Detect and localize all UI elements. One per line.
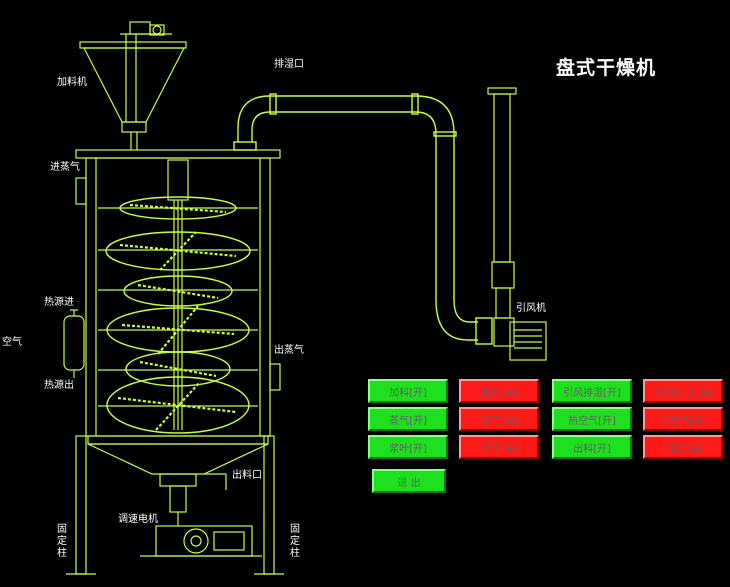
feeder-hopper [79,34,187,150]
paddle-on-button[interactable]: 浆叶[开] [368,435,448,459]
label-fan: 引风机 [516,303,546,314]
fan-dehumid-on-button[interactable]: 引风排湿[开] [552,379,632,403]
label-motor: 调速电机 [118,514,158,525]
rake-arms [117,203,237,431]
discharge-off-button[interactable]: 出料[关] [643,435,723,459]
feed-off-button[interactable]: 加料[关] [459,379,539,403]
feeder-motor [120,21,172,36]
feed-on-button[interactable]: 加料[开] [368,379,448,403]
speed-motor [140,512,262,557]
label-fixed-column-right: 固定柱 [290,524,300,559]
paddle-off-button[interactable]: 浆叶[关] [459,435,539,459]
hot-air-off-button[interactable]: 热空气[关] [643,407,723,431]
hot-air-on-button[interactable]: 热空气[开] [552,407,632,431]
label-steam-in: 进蒸气 [50,162,80,173]
discharge-on-button[interactable]: 出料[开] [552,435,632,459]
label-air: 空气 [2,337,22,348]
page-title: 盘式干燥机 [556,57,657,79]
label-heat-in: 热源进 [44,297,74,308]
side-ports [63,177,281,391]
label-discharge-port: 出料口 [232,470,262,481]
fan-dehumid-off-button[interactable]: 引风排湿[关] [643,379,723,403]
label-fixed-column-left: 固定柱 [57,524,67,559]
discharge-chute [204,473,227,490]
label-steam-out: 出蒸气 [274,345,304,356]
label-feeder: 加料机 [57,77,87,88]
induced-fan [487,87,547,361]
label-heat-out: 热源出 [44,380,74,391]
drying-trays [105,196,251,434]
label-dehumid-port: 排湿口 [274,59,304,70]
steam-on-button[interactable]: 蒸气[开] [368,407,448,431]
exit-button[interactable]: 退 出 [372,469,446,493]
exhaust-duct [233,93,493,345]
support-columns [66,435,284,575]
steam-off-button[interactable]: 蒸气[关] [459,407,539,431]
